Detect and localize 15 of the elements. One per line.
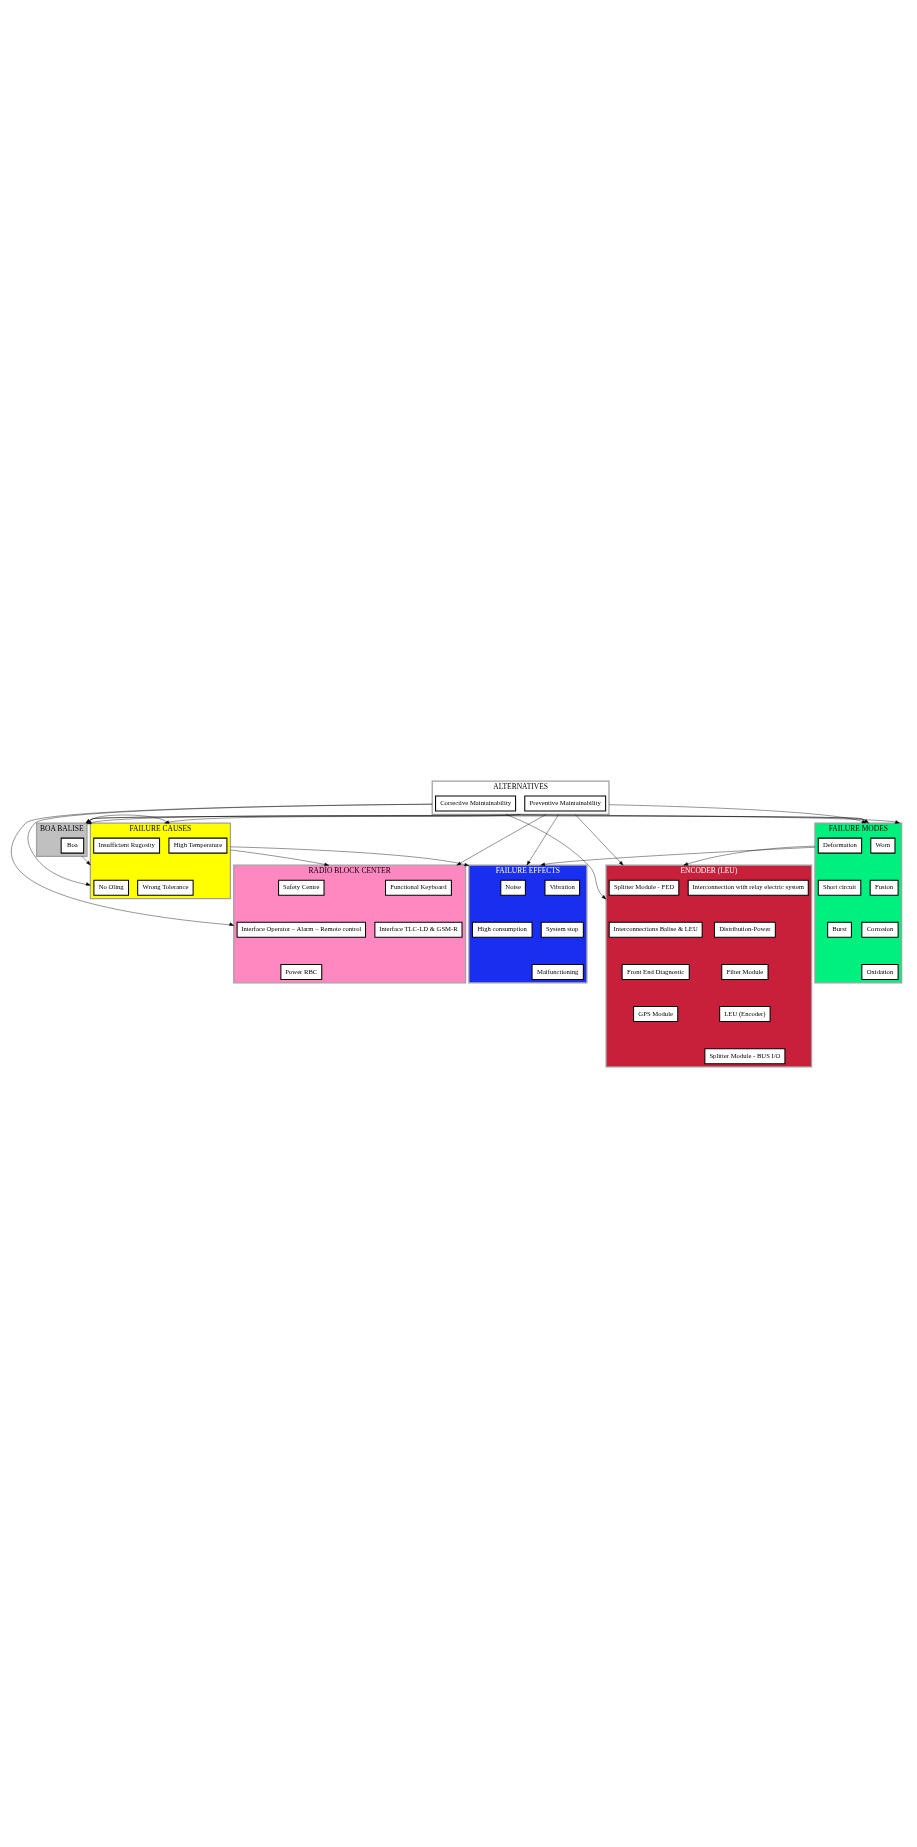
arrow	[519, 813, 900, 824]
arrow	[27, 803, 433, 886]
arrow	[82, 855, 91, 865]
arrow	[526, 813, 559, 865]
arrow	[230, 846, 470, 866]
arrow	[683, 845, 816, 866]
arrow	[456, 813, 547, 865]
arrow	[230, 849, 330, 866]
arrow	[85, 814, 170, 823]
arrow	[86, 813, 521, 824]
arrow	[11, 803, 433, 926]
arrow	[574, 813, 624, 865]
arrow	[85, 815, 869, 823]
arrow	[608, 804, 867, 823]
arrow	[540, 846, 816, 866]
